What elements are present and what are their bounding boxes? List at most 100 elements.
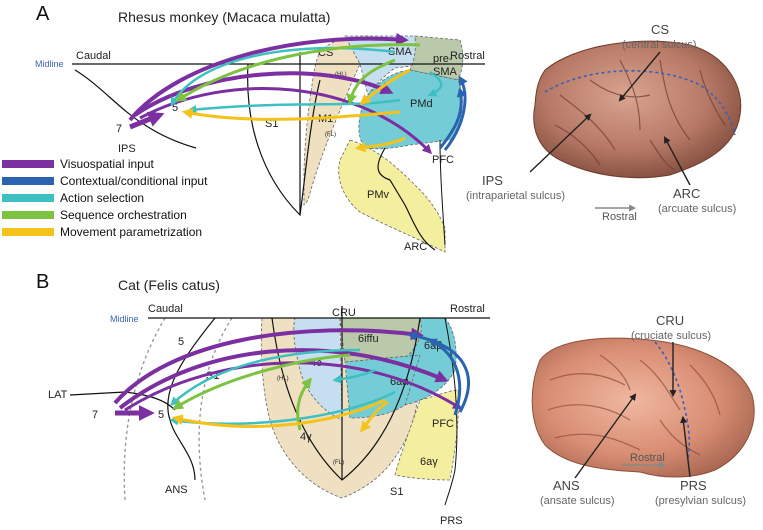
fl-label-b: (FL) xyxy=(333,460,344,466)
arrow-action-sma-5 xyxy=(170,46,396,107)
cat-brain-shape xyxy=(531,337,755,478)
legend-swatch-contextual xyxy=(2,177,54,185)
6iffu-label: 6iffu xyxy=(358,333,379,345)
panel-a-letter: A xyxy=(36,3,50,25)
arrow-sequence-sma-m1 xyxy=(346,58,396,106)
monkey-midline-dots xyxy=(544,69,736,136)
presma-label-1: pre- xyxy=(433,53,453,65)
fl-label-a: (FL) xyxy=(325,132,336,138)
presma-label-2: SMA xyxy=(433,66,458,78)
arrow-action-presma-pmd xyxy=(427,70,443,97)
legend-swatch-sequence xyxy=(2,211,54,219)
hl-label-b: (HL) xyxy=(277,376,289,382)
cat-gyri xyxy=(547,354,721,456)
legend-label-sequence: Sequence orchestration xyxy=(60,208,187,222)
monkey-ips-pointer xyxy=(529,113,592,173)
legend: Visuospatial input Contextual/conditiona… xyxy=(2,157,208,239)
monkey-ips-label: IPS xyxy=(482,173,503,188)
cat-arrow-visuospatial-7-6iffu xyxy=(113,327,424,405)
cat-arrow-visuospatial-7-6ab xyxy=(118,348,449,410)
monkey-arc-label: ARC xyxy=(673,186,700,201)
cat-6ag-region xyxy=(394,389,459,481)
panel-b-letter: B xyxy=(36,271,49,293)
monkey-rostral-label: Rostral xyxy=(602,211,637,223)
panel-a-title: Rhesus monkey (Macaca mulatta) xyxy=(118,9,330,25)
hl-label-a: (HL) xyxy=(335,72,347,78)
cat-arrow-contextual-pfc-6ab xyxy=(427,338,462,416)
cat-arrow-sequence-4g-4d xyxy=(296,377,313,431)
s1-label-a: S1 xyxy=(265,118,278,130)
arrow-visuospatial-7-sma xyxy=(128,32,409,122)
arrow-action-pmd-m1 xyxy=(187,98,401,114)
panel-a: A Rhesus monkey (Macaca mulatta) Midline… xyxy=(35,3,485,253)
midline-label-a: Midline xyxy=(35,59,64,69)
legend-label-contextual: Contextual/conditional input xyxy=(60,174,208,188)
prs-label-b: PRS xyxy=(440,515,463,527)
cat-lat-boundary-2 xyxy=(198,317,233,501)
cat-ans-label: ANS xyxy=(553,478,580,493)
cat-inner-sulcus xyxy=(271,317,421,481)
arrow-contextual-pfc-pmd xyxy=(438,87,467,149)
cat-cru-label: CRU xyxy=(656,313,684,328)
cat-ans-pointer xyxy=(574,393,637,479)
ans-sulcus xyxy=(167,317,216,481)
monkey-arc-sub: (arcuate sulcus) xyxy=(658,203,736,215)
cat-ans-sub: (ansate sulcus) xyxy=(540,495,615,507)
monkey-cs-sub: (central sulcus) xyxy=(622,39,697,51)
cat-arrow-sequence-6iffu-5 xyxy=(172,353,351,410)
caudal-label-a: Caudal xyxy=(76,50,111,62)
arrow-movement-pmd-5 xyxy=(181,108,401,121)
pfc-label-a: PFC xyxy=(432,154,454,166)
pmd-label: PMd xyxy=(410,98,433,110)
arrow-sequence-presma-5 xyxy=(175,43,421,102)
rostral-label-b: Rostral xyxy=(450,303,485,315)
arc-label: ARC xyxy=(404,241,427,253)
cat-prs-sub: (presylvian sulcus) xyxy=(655,495,746,507)
arc-spur xyxy=(439,139,446,246)
rostral-label-a: Rostral xyxy=(450,50,485,62)
s1-right-label: S1 xyxy=(390,486,403,498)
legend-swatch-movement xyxy=(2,228,54,236)
cru-label-b: CRU xyxy=(332,307,356,319)
legend-label-action: Action selection xyxy=(60,191,144,205)
area5-label-a: 5 xyxy=(172,102,178,114)
cat-prs-label: PRS xyxy=(680,478,707,493)
cat-rostral-label: Rostral xyxy=(630,452,665,464)
monkey-cs-pointer xyxy=(618,51,661,102)
arrow-contextual-pfc-presma xyxy=(443,75,468,151)
pmv-label: PMv xyxy=(367,189,390,201)
legend-swatch-visuospatial xyxy=(2,160,54,168)
arrow-movement-pmd-pmv xyxy=(354,136,406,153)
cat-arrow-contextual-pfc-6iffu xyxy=(407,331,470,413)
arrow-visuospatial-7-5 xyxy=(129,111,165,130)
cat-cru-sub: (cruciate sulcus) xyxy=(631,330,711,342)
ips-sulcus xyxy=(74,69,197,149)
area7-label-b: 7 xyxy=(92,409,98,421)
pfc-label-b: PFC xyxy=(432,418,454,430)
panel-b-title: Cat (Felis catus) xyxy=(118,277,220,293)
sma-label: SMA xyxy=(388,46,413,58)
cat-brain-photo: CRU (cruciate sulcus) ANS (ansate sulcus… xyxy=(531,313,755,507)
4g-label: 4γ xyxy=(300,431,312,443)
monkey-cs-label: CS xyxy=(651,22,669,37)
6ag-label: 6aγ xyxy=(420,456,438,468)
legend-swatch-action xyxy=(2,194,54,202)
midline-label-b: Midline xyxy=(110,314,139,324)
arc-sulcus xyxy=(377,147,436,251)
cat-prs-pointer xyxy=(680,415,691,478)
pmv-region xyxy=(338,139,446,253)
caudal-label-b: Caudal xyxy=(148,303,183,315)
ans-label-b: ANS xyxy=(165,484,188,496)
area5-top-label: 5 xyxy=(178,336,184,348)
monkey-ips-sub: (intraparietal sulcus) xyxy=(466,190,565,202)
cat-lat-boundary-1 xyxy=(123,317,166,501)
cat-arrow-movement-6aa-5 xyxy=(171,398,386,428)
arrow-movement-sma-m1 xyxy=(359,68,411,106)
ips-label: IPS xyxy=(118,143,136,155)
area7-label-a: 7 xyxy=(116,123,122,135)
monkey-brain-photo: CS (central sulcus) IPS (intraparietal s… xyxy=(466,22,742,223)
cat-arrow-action-6aa-4d xyxy=(332,368,376,384)
lat-label: LAT xyxy=(48,389,68,401)
panel-b: B Cat (Felis catus) Midline Caudal Rostr… xyxy=(36,271,490,527)
